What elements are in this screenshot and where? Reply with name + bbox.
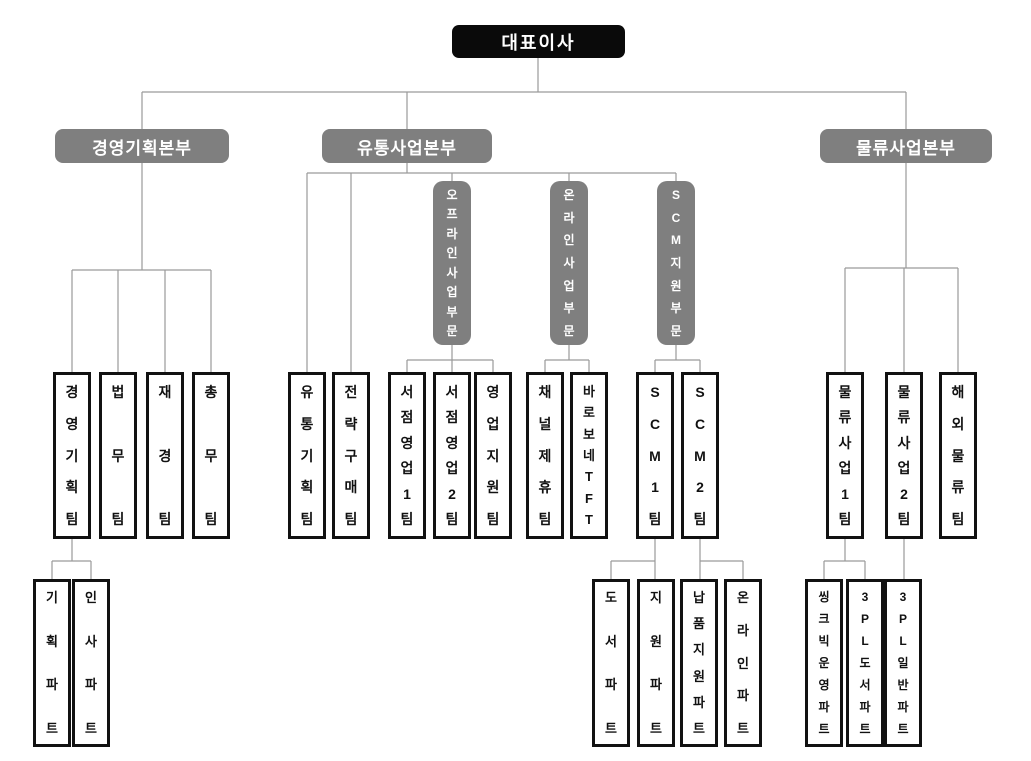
- division-management-planning: 경영기획본부: [55, 129, 229, 163]
- ceo-box: 대표이사: [452, 25, 625, 58]
- division-logistics: 물류사업본부: [820, 129, 992, 163]
- division-distribution: 유통사업본부: [322, 129, 492, 163]
